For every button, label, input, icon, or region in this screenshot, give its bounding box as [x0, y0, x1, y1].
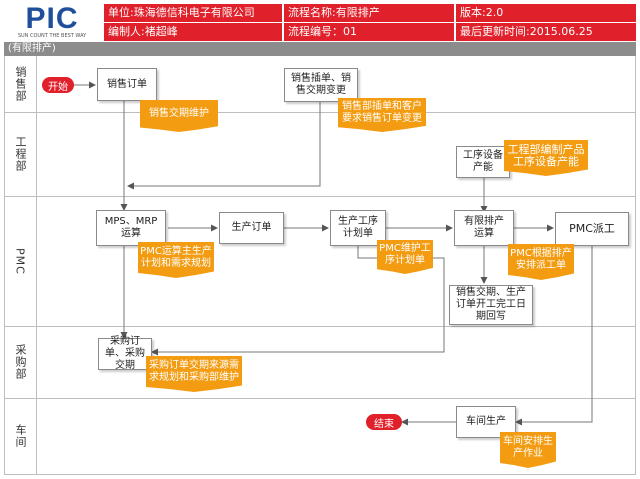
- diagram-banner: (有限排产): [4, 42, 636, 56]
- note-sales-change: 销售部插单和客户要求销售订单变更: [338, 98, 426, 132]
- box-purchase: 采购订单、采购交期: [98, 336, 152, 371]
- lane-label-workshop: 车间: [14, 424, 27, 448]
- box-mps-mrp: MPS、MRP运算: [96, 210, 166, 246]
- pic-logo: PIC SUN COUNT THE BEST WAY: [4, 2, 100, 40]
- box-finite-schedule: 有限排产运算: [454, 210, 514, 246]
- header-author: 编制人:褚超峰: [104, 23, 282, 41]
- header-company: 单位:珠海德信科电子有限公司: [104, 4, 282, 22]
- header-flow-no: 流程编号：01: [284, 23, 454, 41]
- arrow-sales-change-to-mps: [127, 102, 321, 190]
- lane-divider: [4, 474, 636, 475]
- note-workshop: 车间安排生产作业: [500, 432, 556, 468]
- lane-label-purchasing: 采购部: [14, 344, 27, 380]
- box-sales-order: 销售订单: [97, 68, 157, 101]
- lane-label-divider: [36, 56, 37, 475]
- lane-divider: [4, 398, 636, 399]
- lane-label-engineering: 工程部: [14, 136, 27, 172]
- box-process-plan: 生产工序计划单: [330, 210, 386, 246]
- box-sales-change: 销售插单、销售交期变更: [284, 68, 358, 102]
- header-flow-name: 流程名称:有限排产: [284, 4, 454, 22]
- start-terminal: 开始: [42, 77, 74, 93]
- box-pmc-dispatch: PMC派工: [555, 212, 629, 246]
- box-production-order: 生产订单: [219, 212, 284, 244]
- note-purchase: 采购订单交期来源需求规划和采购部维护: [146, 356, 242, 392]
- end-terminal: 结束: [366, 414, 402, 430]
- logo-text: PIC: [25, 2, 79, 35]
- header-version: 版本:2.0: [456, 4, 636, 22]
- note-pmc-plan: PMC维护工序计划单: [377, 240, 433, 274]
- note-engineering: 工程部编制产品工序设备产能: [504, 140, 588, 176]
- lane-label-sales: 销售部: [14, 66, 27, 102]
- arrow-plan-to-purchase: [151, 246, 445, 356]
- lane-border-left: [4, 56, 5, 475]
- lane-border-right: [635, 56, 636, 475]
- arrow-dispatch-to-workshop: [515, 246, 593, 426]
- note-pmc-dispatch: PMC根据排产安排派工单: [508, 244, 574, 280]
- box-delivery-writeback: 销售交期、生产订单开工完工日期回写: [449, 285, 533, 325]
- lane-divider: [4, 196, 636, 197]
- lane-divider: [4, 326, 636, 327]
- logo-subtitle: SUN COUNT THE BEST WAY: [17, 33, 87, 39]
- note-sales-maintain: 销售交期维护: [140, 100, 218, 132]
- header-updated: 最后更新时间:2015.06.25: [456, 23, 636, 41]
- box-process-capacity: 工序设备产能: [456, 146, 510, 178]
- note-pmc-mps: PMC运算主生产计划和需求规划: [138, 242, 214, 278]
- lane-label-pmc: PMC: [13, 247, 27, 275]
